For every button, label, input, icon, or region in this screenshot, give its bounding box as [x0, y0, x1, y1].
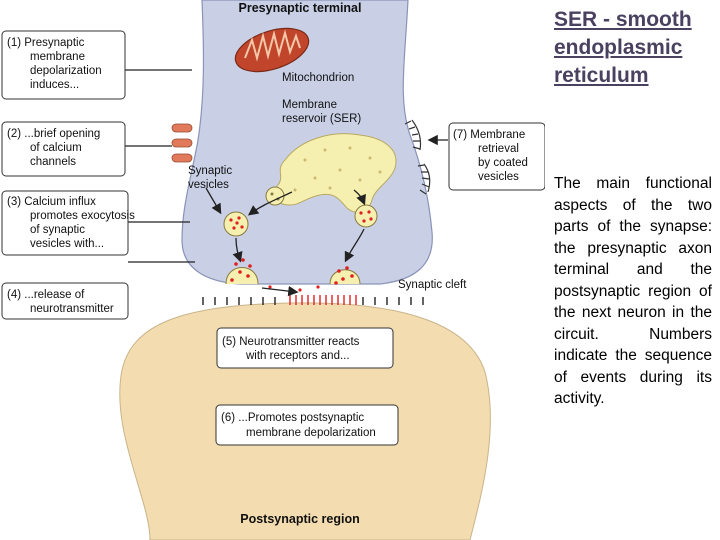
svg-text:(4) ...release of: (4) ...release of [7, 289, 85, 301]
svg-text:membrane: membrane [30, 51, 85, 63]
svg-text:(6) ...Promotes postsynaptic: (6) ...Promotes postsynaptic [221, 412, 364, 424]
svg-text:vesicles: vesicles [478, 171, 519, 183]
synaptic-vesicle [223, 211, 249, 237]
step-box-3: (3) Calcium influx promotes exocytosis o… [1, 190, 135, 256]
sidebar: SER - smooth endoplasmic reticulum The m… [547, 0, 720, 540]
svg-text:induces...: induces... [30, 79, 79, 91]
synapse-diagram: Presynaptic terminal Postsynaptic region… [1, 0, 545, 540]
svg-text:with receptors and...: with receptors and... [245, 350, 350, 362]
reservoir-label-1: Membrane [282, 99, 337, 111]
svg-text:(2) ...brief opening: (2) ...brief opening [7, 128, 100, 140]
fusing-vesicle [225, 267, 259, 285]
activated-receptors [289, 295, 357, 305]
svg-text:promotes exocytosis: promotes exocytosis [30, 210, 135, 222]
svg-text:depolarization: depolarization [30, 65, 102, 77]
step-box-4: (4) ...release of neurotransmitter [1, 282, 129, 320]
mitochondrion [234, 27, 310, 73]
svg-text:retrieval: retrieval [478, 143, 519, 155]
svg-text:(5) Neurotransmitter reacts: (5) Neurotransmitter reacts [222, 336, 360, 348]
synaptic-vesicle [354, 204, 378, 228]
fusing-vesicle [329, 269, 361, 285]
svg-text:by coated: by coated [478, 157, 528, 169]
step-box-2: (2) ...brief opening of calcium channels [1, 121, 126, 177]
svg-text:of synaptic: of synaptic [30, 224, 85, 236]
step-box-6: (6) ...Promotes postsynaptic membrane de… [215, 404, 399, 446]
step-box-7: (7) Membrane retrieval by coated vesicle… [448, 122, 545, 191]
step-box-1: (1) Presynaptic membrane depolarization … [1, 30, 126, 100]
process-arrows [125, 69, 448, 297]
mitochondrion-label: Mitochondrion [282, 72, 354, 84]
calcium-channels [171, 123, 193, 163]
svg-text:(7) Membrane: (7) Membrane [453, 129, 525, 141]
coated-pits [404, 119, 431, 195]
postsynaptic-title: Postsynaptic region [240, 512, 359, 526]
vesicles-label-1: Synaptic [188, 165, 232, 177]
vesicles-label-2: vesicles [188, 179, 229, 191]
reservoir-label-2: reservoir (SER) [282, 113, 361, 125]
sidebar-title[interactable]: SER - smooth endoplasmic reticulum [554, 8, 692, 87]
cleft-label: Synaptic cleft [398, 279, 467, 291]
svg-text:channels: channels [30, 156, 76, 168]
sidebar-description: The main functional aspects of the two p… [554, 175, 712, 407]
receptor-row [202, 297, 424, 305]
svg-text:(1) Presynaptic: (1) Presynaptic [7, 37, 85, 49]
svg-text:neurotransmitter: neurotransmitter [30, 303, 114, 315]
svg-text:vesicles with...: vesicles with... [30, 238, 104, 250]
svg-text:(3) Calcium influx: (3) Calcium influx [7, 196, 96, 208]
step-box-5: (5) Neurotransmitter reacts with recepto… [216, 327, 394, 369]
svg-text:membrane depolarization: membrane depolarization [246, 427, 376, 439]
presynaptic-title: Presynaptic terminal [239, 1, 362, 15]
svg-text:of calcium: of calcium [30, 142, 82, 154]
